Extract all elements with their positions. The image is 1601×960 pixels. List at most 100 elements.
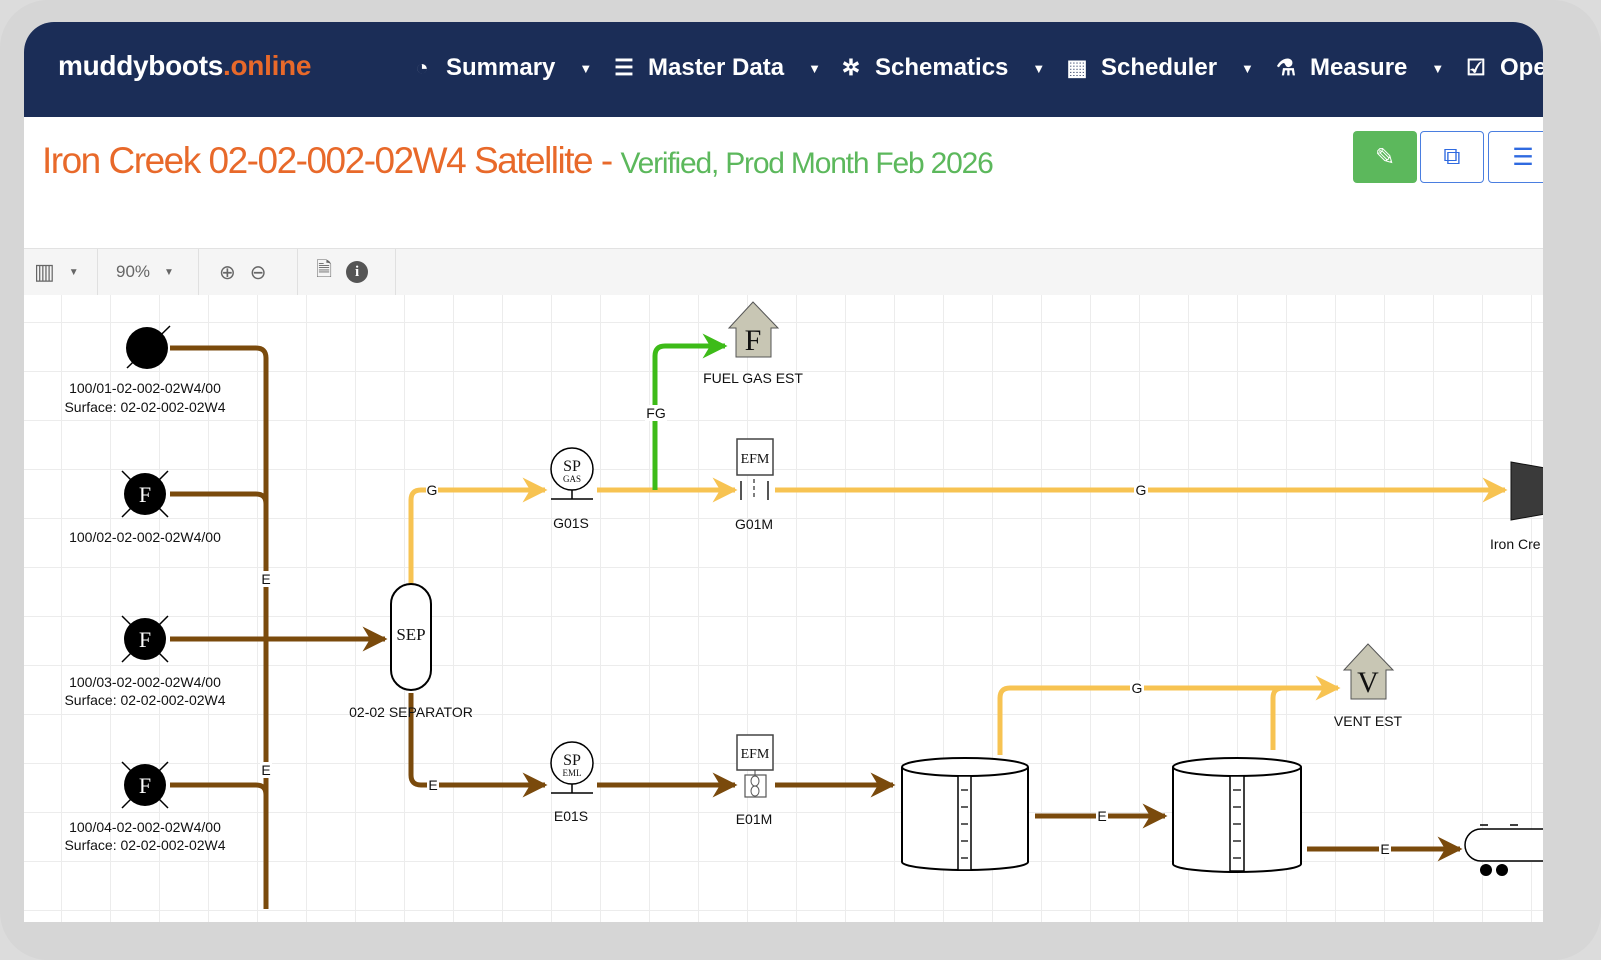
nav-measure[interactable]: ⚗ Measure ▼ [1272,54,1444,82]
fuel-gas-label: FUEL GAS EST [703,370,803,386]
zoom-out-icon[interactable]: ⊖ [249,261,267,284]
caret-down-icon: ▼ [1431,60,1445,76]
stream-label: E [1097,808,1106,824]
well-2[interactable]: F 100/02-02-002-02W4/00 [69,470,221,545]
gas-sample-point[interactable]: SP GAS G01S [550,447,594,531]
export-controls: 🗎i [298,249,396,295]
brand-name: muddyboots [58,50,223,81]
fuel-gas-line [652,333,728,490]
meter-label: G01M [735,516,773,532]
well-surface: Surface: 02-02-002-02W4 [64,692,225,708]
edit-button[interactable]: ✎ [1353,131,1417,183]
list-icon: ☰ [1512,143,1534,171]
well-surface: Surface: 02-02-002-02W4 [64,837,225,853]
pdf-icon[interactable]: 🗎 [316,259,333,281]
info-icon[interactable]: i [346,261,369,283]
well-name: 100/02-02-002-02W4/00 [69,529,221,545]
tank-1[interactable] [901,757,1029,871]
sales-point-icon [1510,461,1543,521]
zoom-value: 90% [116,262,151,281]
emulsion-lines [170,345,1463,909]
nav-label: Ope [1500,54,1543,81]
gas-meter[interactable]: EFM G01M [735,438,774,532]
well-name: 100/01-02-002-02W4/00 [69,380,221,396]
fuel-gas-estimate[interactable]: F FUEL GAS EST [703,301,803,386]
svg-text:EML: EML [563,768,582,778]
emulsion-meter[interactable]: EFM E01M [736,734,774,827]
layout-dropdown[interactable]: ▥▼ [24,249,98,295]
emulsion-sample-point[interactable]: SP EML E01S [550,741,594,824]
svg-text:F: F [745,324,762,357]
nav-label: Measure [1310,54,1408,81]
stream-label: E [261,571,270,587]
vent-gas-line [997,675,1341,755]
svg-text:F: F [139,773,151,798]
svg-text:SEP: SEP [396,625,425,644]
fuel-gas-icon [727,301,780,358]
stream-label: G [1136,482,1147,498]
nav-master-data[interactable]: ☰ Master Data ▼ [610,54,821,82]
schematic-diagram: E E G E FG G G E E 100/01-02-002-02W4/00… [64,301,1543,909]
svg-text:F: F [139,627,151,652]
separator-icon [390,583,432,691]
copy-icon: ⧉ [1443,143,1461,170]
nav-scheduler[interactable]: ▦Scheduler▼ [1063,54,1254,82]
app-window: muddyboots.online ◔Summary▼ ☰Master Data… [24,22,1543,922]
sample-label: G01S [553,515,589,531]
well-2-line [170,491,269,505]
checklist-icon: ☑ [1466,55,1486,80]
caret-down-icon: ▼ [808,60,821,76]
calendar-icon: ▦ [1066,55,1088,80]
sales-point[interactable]: Iron Cre [1490,461,1543,552]
zoom-select[interactable]: 90%▼ [98,249,199,295]
database-icon: ☰ [614,55,634,80]
nav-label: Schematics [875,54,1009,81]
svg-text:F: F [139,482,151,507]
well-surface: Surface: 02-02-002-02W4 [64,399,225,415]
caret-down-icon: ▼ [1032,60,1046,76]
nav-schematics[interactable]: ✲Schematics▼ [837,54,1046,82]
zoom-in-icon[interactable]: ⊕ [219,261,236,284]
well-name: 100/04-02-002-02W4/00 [69,819,221,835]
status-text: Verified, Prod Month Feb 2026 [620,147,993,180]
stream-label: E [261,762,270,778]
flask-icon: ⚗ [1276,55,1296,80]
list-button[interactable]: ☰ [1488,131,1543,183]
nav-operations[interactable]: ☑ Ope [1462,54,1543,82]
layout-icon: ▥ [34,259,55,284]
truck-icon [1464,828,1543,862]
schematic-canvas[interactable]: E E G E FG G G E E 100/01-02-002-02W4/00… [24,295,1543,922]
sep-gas-line [408,477,548,584]
vent-icon [1342,643,1395,700]
well-name: 100/03-02-002-02W4/00 [69,674,221,690]
pencil-icon: ✎ [1374,143,1396,171]
separator[interactable]: SEP 02-02 SEPARATOR [349,583,473,720]
top-navbar: muddyboots.online ◔Summary▼ ☰Master Data… [24,22,1543,117]
separator-label: 02-02 SEPARATOR [349,704,473,720]
caret-down-icon: ▼ [579,60,593,76]
copy-button[interactable]: ⧉ [1420,131,1484,183]
well-icon [126,327,168,369]
nav-summary[interactable]: ◔Summary▼ [408,54,592,82]
vent-estimate[interactable]: V VENT EST [1334,643,1403,729]
sep-emulsion-line [408,693,548,798]
well-3[interactable]: F 100/03-02-002-02W4/00 Surface: 02-02-0… [64,615,226,708]
nav-label: Summary [446,54,556,81]
svg-text:EFM: EFM [741,747,770,762]
tank-2[interactable] [1172,757,1302,873]
stream-label: G [1132,680,1143,696]
nav-label: Scheduler [1101,54,1218,81]
efm-icon [736,438,774,476]
nav-label: Master Data [648,54,785,81]
well-1[interactable]: 100/01-02-002-02W4/00 Surface: 02-02-002… [64,325,226,415]
sales-label: Iron Cre [1490,536,1541,552]
svg-text:EFM: EFM [741,452,770,467]
stream-label: E [428,777,437,793]
stream-labels: E E G E FG G G E E [260,405,1391,857]
facility-name: Iron Creek 02-02-002-02W4 Satellite - [42,140,613,181]
brand-logo[interactable]: muddyboots.online [58,50,311,82]
page-title: Iron Creek 02-02-002-02W4 Satellite - Ve… [42,140,994,182]
truck[interactable] [1464,824,1543,876]
well-4[interactable]: F 100/04-02-002-02W4/00 Surface: 02-02-0… [64,761,226,853]
flowing-well-icon [124,764,166,806]
